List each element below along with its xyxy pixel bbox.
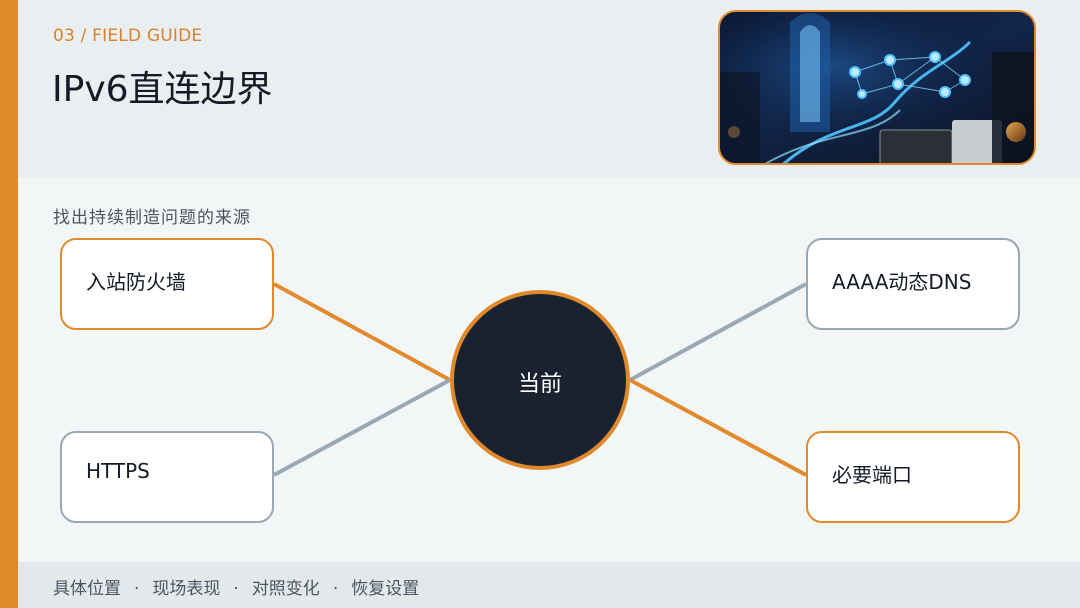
footer-separator: · bbox=[332, 579, 339, 599]
node-label: AAAA动态DNS bbox=[832, 270, 972, 294]
connector-bottom-left bbox=[273, 378, 451, 477]
accent-bar bbox=[0, 0, 18, 608]
network-illustration bbox=[720, 12, 1034, 163]
hero-image bbox=[718, 10, 1036, 165]
center-label: 当前 bbox=[517, 372, 562, 397]
node-https: HTTPS bbox=[60, 431, 274, 523]
footer-item: 对照变化 bbox=[251, 579, 320, 599]
node-aaaa-ddns: AAAA动态DNS bbox=[806, 238, 1020, 330]
center-node: 当前 bbox=[450, 290, 630, 470]
footer-item: 恢复设置 bbox=[351, 579, 420, 599]
section-kicker: 03 / FIELD GUIDE bbox=[53, 26, 203, 46]
node-label: 必要端口 bbox=[832, 463, 912, 487]
footer-separator: · bbox=[233, 579, 239, 599]
connector-top-right bbox=[629, 282, 807, 382]
footer: 具体位置 · 现场表现 · 对照变化 · 恢复设置 bbox=[18, 562, 1080, 608]
footer-item: 具体位置 bbox=[53, 579, 121, 599]
footer-steps: 具体位置 · 现场表现 · 对照变化 · 恢复设置 bbox=[53, 574, 419, 599]
node-required-ports: 必要端口 bbox=[806, 431, 1020, 523]
node-label: HTTPS bbox=[86, 459, 150, 483]
page-title: IPv6直连边界 bbox=[52, 69, 273, 110]
connector-bottom-right bbox=[629, 378, 807, 477]
node-inbound-firewall: 入站防火墙 bbox=[60, 238, 274, 330]
footer-separator: · bbox=[134, 579, 140, 599]
diagram-subtitle: 找出持续制造问题的来源 bbox=[53, 208, 251, 228]
connector-top-left bbox=[273, 282, 451, 382]
node-label: 入站防火墙 bbox=[86, 270, 186, 294]
footer-item: 现场表现 bbox=[152, 579, 221, 599]
